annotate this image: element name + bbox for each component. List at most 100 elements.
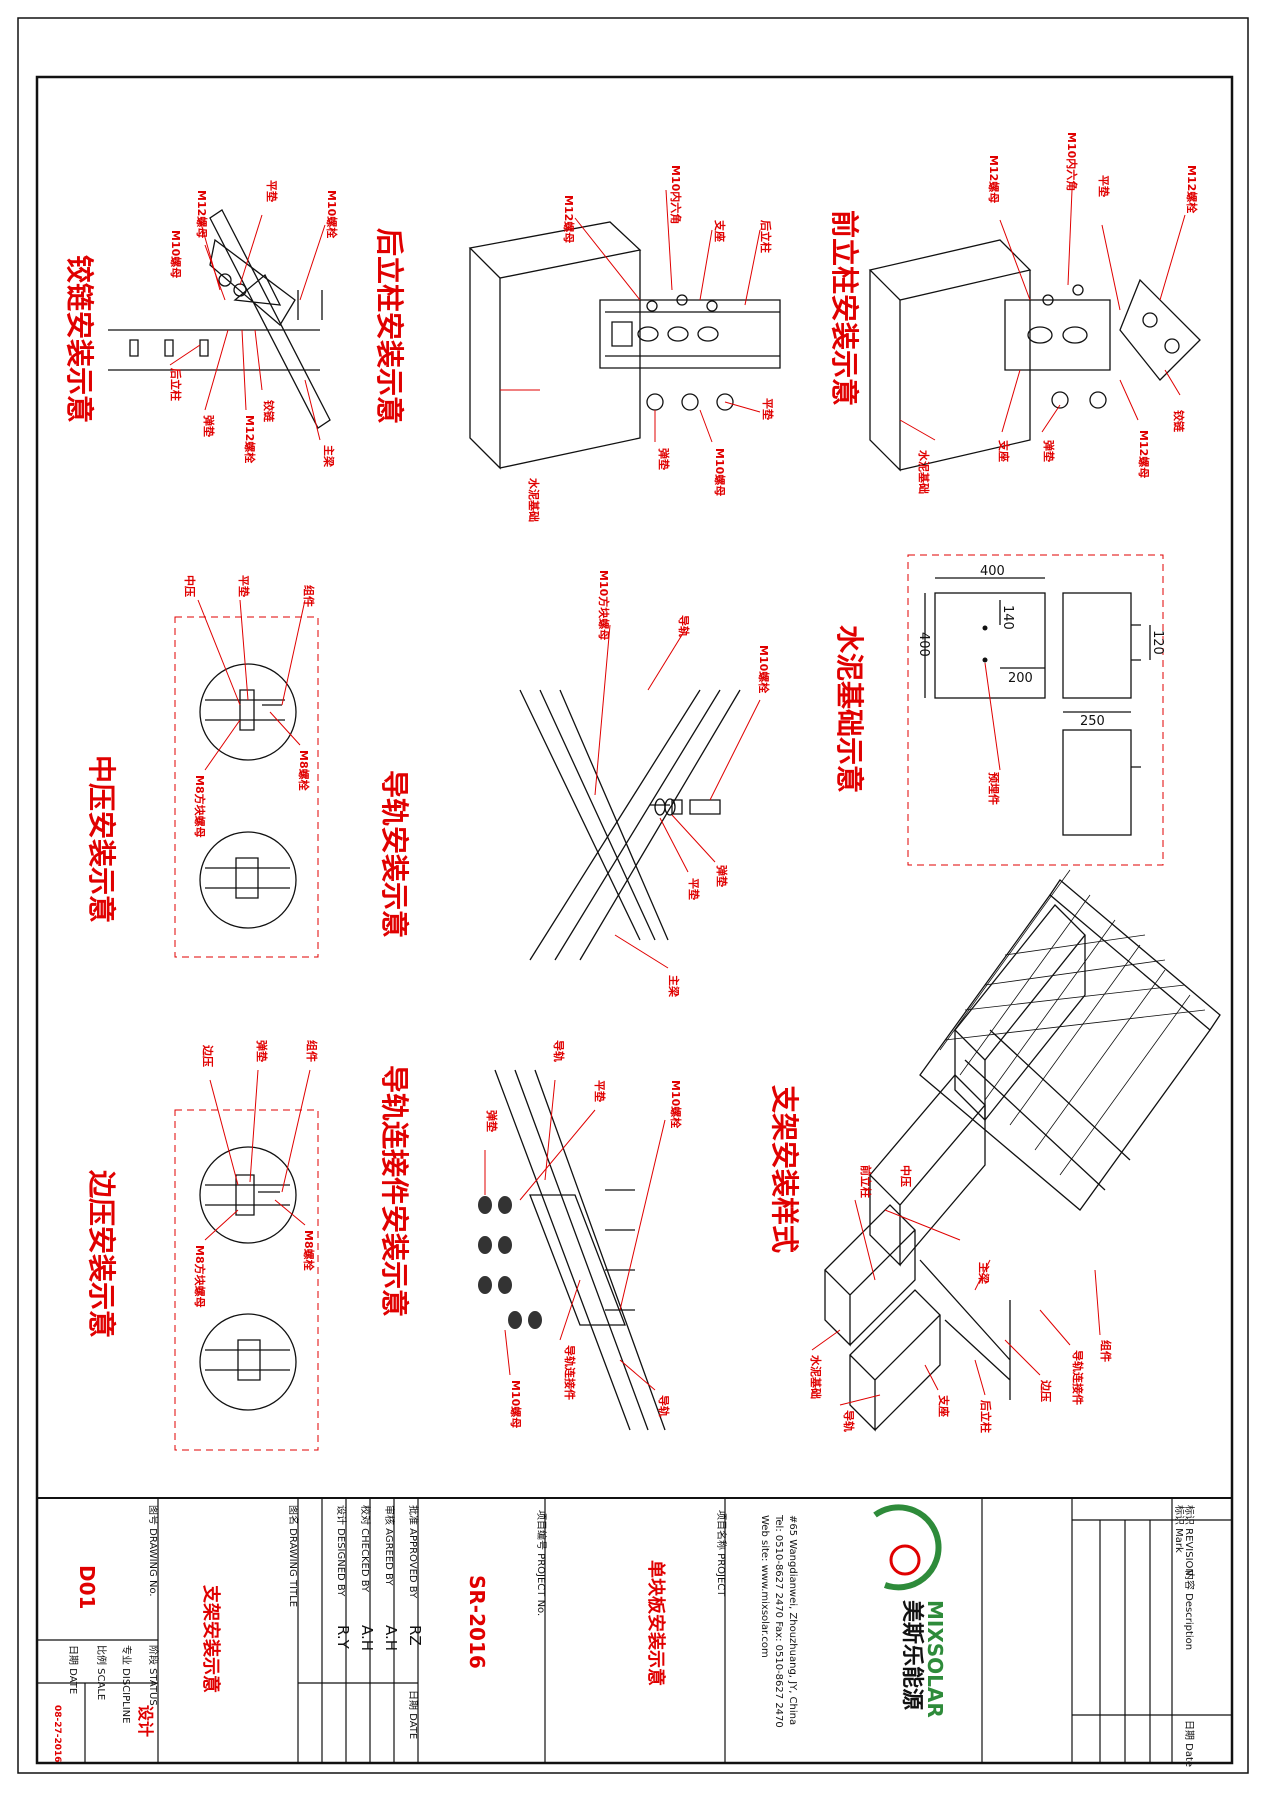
- rear-post-label-1: M10内六角: [669, 165, 683, 224]
- rail-conn-label-6: 导轨: [657, 1395, 671, 1417]
- rear-post-view: 后立柱安装示意 M12螺母 M10内六角 支座 后立柱 平垫 弹垫 M10螺母 …: [373, 165, 781, 522]
- approved-label: 批准 APPROVED BY: [407, 1505, 420, 1599]
- agreed-label: 审核 AGREED BY: [383, 1505, 396, 1586]
- hinge-label-5: M12螺栓: [243, 415, 257, 463]
- rail-title: 导轨安装示意: [378, 770, 411, 938]
- panel-grid: [939, 869, 1206, 1176]
- front-post-label-1: M10内六角: [1065, 132, 1079, 191]
- hinge-label-0: M12螺母: [195, 190, 209, 238]
- assembly-label-0: 前立柱: [859, 1165, 873, 1198]
- date2-label: 日期 DATE: [67, 1645, 79, 1694]
- checked-value: A.H: [358, 1625, 376, 1651]
- rear-post-label-3: 后立柱: [759, 220, 773, 253]
- end-clamp-label-0: 边压: [201, 1044, 215, 1067]
- project-no-label: 项目编号 PROJECT No.: [535, 1510, 548, 1616]
- rail-label-2: M10螺栓: [757, 645, 771, 693]
- mid-clamp-label-4: M8方块螺母: [193, 775, 207, 838]
- assembly-label-6: 后立柱: [979, 1400, 993, 1433]
- checked-label: 校对 CHECKED BY: [359, 1505, 372, 1593]
- end-clamp-label-3: M8螺栓: [302, 1230, 316, 1271]
- designed-label: 设计 DESIGNED BY: [335, 1505, 348, 1597]
- rail-conn-view: 导轨连接件安装示意 导轨 平垫 弹垫 M10螺栓 M10螺母 导轨连接件 导轨: [378, 1040, 683, 1431]
- rail-label-0: M10方块螺母: [597, 570, 611, 640]
- end-clamp-title: 边压安装示意: [85, 1170, 118, 1338]
- assembly-label-7: 支座: [937, 1394, 951, 1417]
- assembly-label-5: 边压: [1039, 1379, 1053, 1402]
- revision-date: 日期 Date: [1183, 1720, 1195, 1767]
- project-no: SR-2016: [465, 1575, 489, 1669]
- company-tel: Tel: 0510-8627 2470 Fax: 0510-8627 2470: [773, 1514, 784, 1728]
- dim-left-height: 400: [916, 632, 931, 657]
- rear-post-label-5: 弹垫: [657, 448, 671, 470]
- company-name: 美斯乐能源: [899, 1600, 925, 1710]
- assembly-label-2: 主梁: [977, 1262, 991, 1285]
- logo-sun-icon: [889, 1544, 921, 1576]
- hinge-label-4: 弹垫: [202, 415, 216, 437]
- hinge-label-3: M10螺栓: [325, 190, 339, 238]
- approved-value: RZ: [406, 1625, 424, 1646]
- assembly-label-4: 导轨连接件: [1071, 1350, 1085, 1405]
- hinge-label-1: 平垫: [265, 180, 279, 202]
- assembly-label-1: 中压: [899, 1165, 913, 1187]
- drawing-title-label: 图名 DRAWING TITLE: [287, 1505, 300, 1607]
- rail-label-3: 弹垫: [715, 865, 729, 887]
- hinge-label-2: M10螺母: [169, 230, 183, 278]
- assembly-label-9: 水泥基础: [809, 1355, 823, 1399]
- mid-clamp-title: 中压安装示意: [85, 755, 118, 923]
- rail-view: 导轨安装示意 M10方块螺母 导轨 M10螺栓 弹垫 平垫 主梁: [378, 570, 771, 998]
- title-block: [37, 1498, 1232, 1763]
- assembly-view: 支架安装样式 前立柱 中压 主梁 组件 导轨连接件 边压 后: [768, 869, 1221, 1433]
- end-clamp-view: 边压安装示意 边压 弹垫 组件 M8螺栓 M8方块螺母: [85, 1040, 319, 1451]
- mid-clamp-label-1: 平垫: [237, 575, 251, 597]
- scale-label: 比例 SCALE: [95, 1645, 108, 1700]
- rail-conn-title: 导轨连接件安装示意: [378, 1065, 411, 1317]
- hinge-label-7: 主梁: [322, 445, 336, 468]
- revision-mark: 标识 Mark: [1173, 1505, 1185, 1553]
- mid-clamp-label-2: 组件: [302, 585, 316, 607]
- hinge-label-8: 后立柱: [169, 368, 183, 401]
- discipline-label: 专业 DISCIPLINE: [120, 1645, 133, 1723]
- company-logo: [873, 1504, 942, 1591]
- rear-post-label-7: 水泥基础: [527, 478, 541, 522]
- front-post-label-5: M12螺母: [1137, 430, 1151, 478]
- brand-name: MIXSOLAR: [923, 1600, 947, 1718]
- project-label: 项目名称 PROJECT: [715, 1510, 728, 1597]
- rail-conn-label-4: M10螺母: [509, 1380, 523, 1428]
- front-post-label-7: 支座: [997, 439, 1011, 462]
- dim-pin-offset-h: 200: [1008, 671, 1033, 686]
- agreed-value: A.H: [382, 1625, 400, 1651]
- rail-label-4: 平垫: [687, 878, 701, 900]
- front-post-title: 前立柱安装示意: [828, 210, 861, 406]
- rail-label-1: 导轨: [677, 615, 691, 637]
- company-web: Web site: www.mixsolar.com: [759, 1515, 770, 1658]
- logo-swoosh-icon: [873, 1504, 942, 1591]
- assembly-title: 支架安装样式: [768, 1085, 801, 1253]
- drawing-no-label: 图号 DRAWING No.: [147, 1505, 159, 1597]
- mid-clamp-view: 中压安装示意 中压 平垫 组件 M8螺栓 M8方块螺母: [85, 575, 319, 958]
- mid-clamp-label-3: M8螺栓: [297, 750, 311, 791]
- signature-date-label: 日期 DATE: [407, 1690, 419, 1739]
- date-value: 08-27-2016: [52, 1705, 62, 1763]
- end-clamp-label-2: 组件: [305, 1040, 319, 1062]
- front-post-view: 前立柱安装示意 M12螺母 M10内六角 平垫 M12螺栓 铰链 M12螺母 弹…: [828, 132, 1201, 494]
- drawing-no: D01: [75, 1565, 99, 1609]
- rail-conn-label-2: 弹垫: [485, 1110, 499, 1132]
- rear-post-label-6: M10螺母: [713, 448, 727, 496]
- outer-frame: [17, 17, 1249, 1774]
- rail-label-5: 主梁: [667, 975, 681, 998]
- rear-post-title: 后立柱安装示意: [373, 228, 406, 424]
- front-post-label-0: M12螺母: [987, 155, 1001, 203]
- dim-side-width: 250: [1080, 714, 1105, 729]
- status-label: 阶段 STATUS: [147, 1645, 160, 1706]
- rail-conn-label-5: 导轨连接件: [563, 1345, 577, 1400]
- end-clamp-label-4: M8方块螺母: [193, 1245, 207, 1308]
- rail-conn-label-3: M10螺栓: [669, 1080, 683, 1128]
- assembly-label-3: 组件: [1099, 1340, 1113, 1362]
- hinge-title: 铰链安装示意: [63, 255, 96, 423]
- mid-clamp-label-0: 中压: [183, 575, 197, 597]
- dim-pin-offset-v: 140: [1000, 605, 1015, 630]
- hinge-view: 铰链安装示意 M12螺母 平垫 M10螺母 M10螺栓 弹垫 M12螺栓 铰链 …: [63, 180, 339, 468]
- end-clamp-label-1: 弹垫: [255, 1040, 269, 1062]
